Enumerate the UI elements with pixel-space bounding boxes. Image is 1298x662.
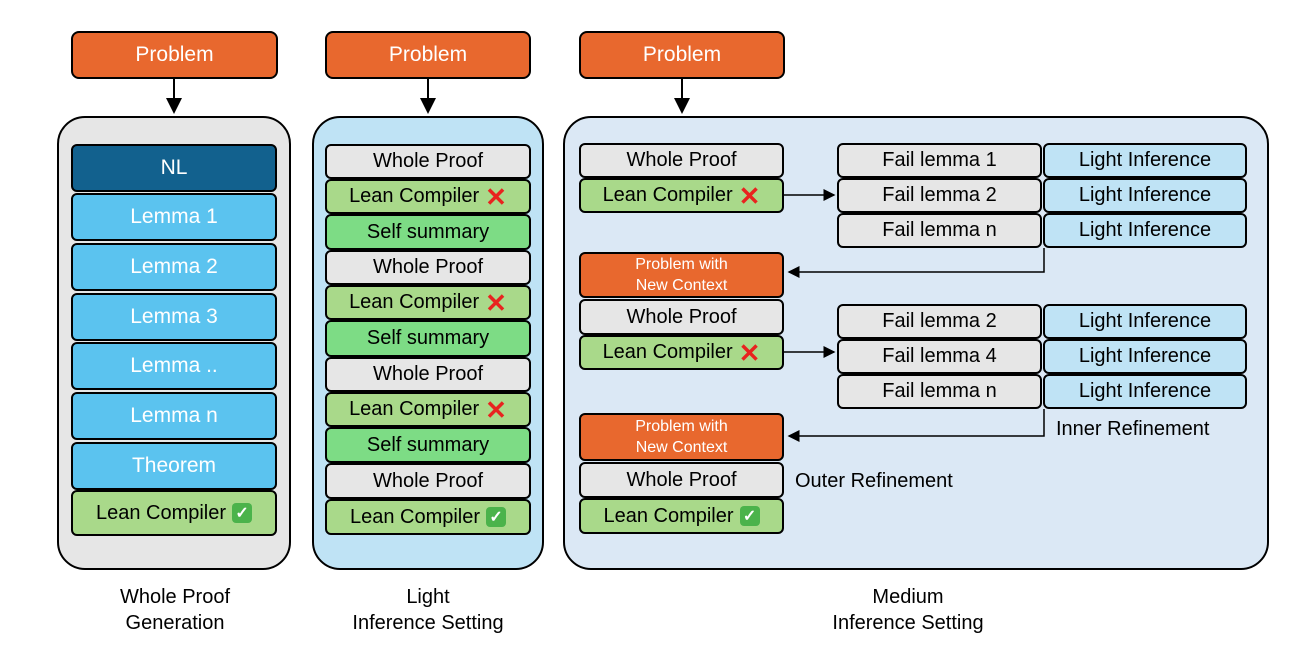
self-summary-box: Self summary	[325, 214, 531, 250]
light-inference-box: Light Inference	[1043, 143, 1247, 178]
light-inference-caption: Light Inference Setting	[313, 584, 543, 636]
lean-compiler-label: Lean Compiler	[603, 504, 734, 527]
theorem-box: Theorem	[71, 442, 277, 490]
inner-refinement-label: Inner Refinement	[1056, 418, 1210, 440]
light-inference-box: Light Inference	[1043, 339, 1247, 374]
new-context-line: New Context	[635, 277, 728, 294]
new-context-line: Problem with	[635, 256, 728, 273]
caption-line: Medium	[872, 586, 944, 608]
whole-proof-box: Whole Proof	[579, 143, 784, 178]
lean-compiler-box: Lean Compiler ✓	[579, 498, 784, 534]
whole-proof-box: Whole Proof	[325, 357, 531, 392]
cross-icon: ✕	[485, 394, 507, 425]
fail-lemma-box: Fail lemma 1	[837, 143, 1042, 178]
caption-line: Inference Setting	[352, 612, 504, 634]
lean-compiler-box: Lean Compiler ✕	[579, 178, 784, 213]
whole-proof-box: Whole Proof	[325, 144, 531, 179]
lean-compiler-label: Lean Compiler	[602, 184, 733, 206]
light-inference-box: Light Inference	[1043, 178, 1247, 213]
nl-box: NL	[71, 144, 277, 192]
lean-compiler-label: Lean Compiler	[349, 291, 480, 313]
new-context-line: New Context	[635, 439, 728, 456]
problem-box-medium: Problem	[579, 31, 785, 79]
light-inference-box: Light Inference	[1043, 304, 1247, 339]
outer-refinement-label: Outer Refinement	[795, 470, 953, 492]
new-context-line: Problem with	[635, 418, 728, 435]
check-icon: ✓	[486, 507, 507, 527]
fail-lemma-box: Fail lemma n	[837, 213, 1042, 248]
lean-compiler-box: Lean Compiler ✓	[71, 490, 277, 536]
whole-proof-box: Whole Proof	[325, 250, 531, 285]
lean-compiler-label: Lean Compiler	[95, 501, 227, 524]
cross-icon: ✕	[485, 181, 507, 212]
caption-line: Light	[406, 586, 450, 608]
lean-compiler-label: Lean Compiler	[349, 398, 480, 420]
self-summary-box: Self summary	[325, 320, 531, 357]
self-summary-box: Self summary	[325, 427, 531, 463]
problem-new-context-box: Problem with New Context	[579, 252, 784, 298]
fail-lemma-box: Fail lemma 2	[837, 304, 1042, 339]
whole-proof-box: Whole Proof	[325, 463, 531, 499]
light-inference-box: Light Inference	[1043, 213, 1247, 248]
lean-compiler-box: Lean Compiler ✕	[325, 285, 531, 320]
fail-lemma-box: Fail lemma 4	[837, 339, 1042, 374]
light-inference-box: Light Inference	[1043, 374, 1247, 409]
problem-new-context-box: Problem with New Context	[579, 413, 784, 461]
caption-line: Inference Setting	[832, 612, 984, 634]
lemma-box: Lemma 3	[71, 293, 277, 341]
lemma-box: Lemma n	[71, 392, 277, 440]
fail-lemma-box: Fail lemma n	[837, 374, 1042, 409]
lean-compiler-box: Lean Compiler ✓	[325, 499, 531, 535]
problem-box-light: Problem	[325, 31, 531, 79]
check-icon: ✓	[232, 503, 253, 523]
lemma-box: Lemma 2	[71, 243, 277, 291]
check-icon: ✓	[739, 506, 760, 526]
caption-line: Whole Proof	[119, 586, 231, 608]
cross-icon: ✕	[738, 337, 761, 368]
whole-proof-caption: Whole Proof Generation	[60, 584, 290, 636]
caption-line: Generation	[125, 612, 225, 634]
lean-compiler-label: Lean Compiler	[602, 341, 733, 363]
lean-compiler-box: Lean Compiler ✕	[325, 179, 531, 214]
lemma-box: Lemma ..	[71, 342, 277, 390]
fail-lemma-box: Fail lemma 2	[837, 178, 1042, 213]
problem-box-whole: Problem	[71, 31, 278, 79]
cross-icon: ✕	[485, 287, 507, 318]
lean-compiler-box: Lean Compiler ✕	[579, 335, 784, 370]
lean-compiler-box: Lean Compiler ✕	[325, 392, 531, 427]
whole-proof-box: Whole Proof	[579, 299, 784, 335]
medium-inference-caption: Medium Inference Setting	[768, 584, 1048, 636]
cross-icon: ✕	[738, 180, 761, 211]
whole-proof-box: Whole Proof	[579, 462, 784, 498]
lemma-box: Lemma 1	[71, 193, 277, 241]
lean-compiler-label: Lean Compiler	[349, 505, 481, 528]
lean-compiler-label: Lean Compiler	[349, 185, 480, 207]
